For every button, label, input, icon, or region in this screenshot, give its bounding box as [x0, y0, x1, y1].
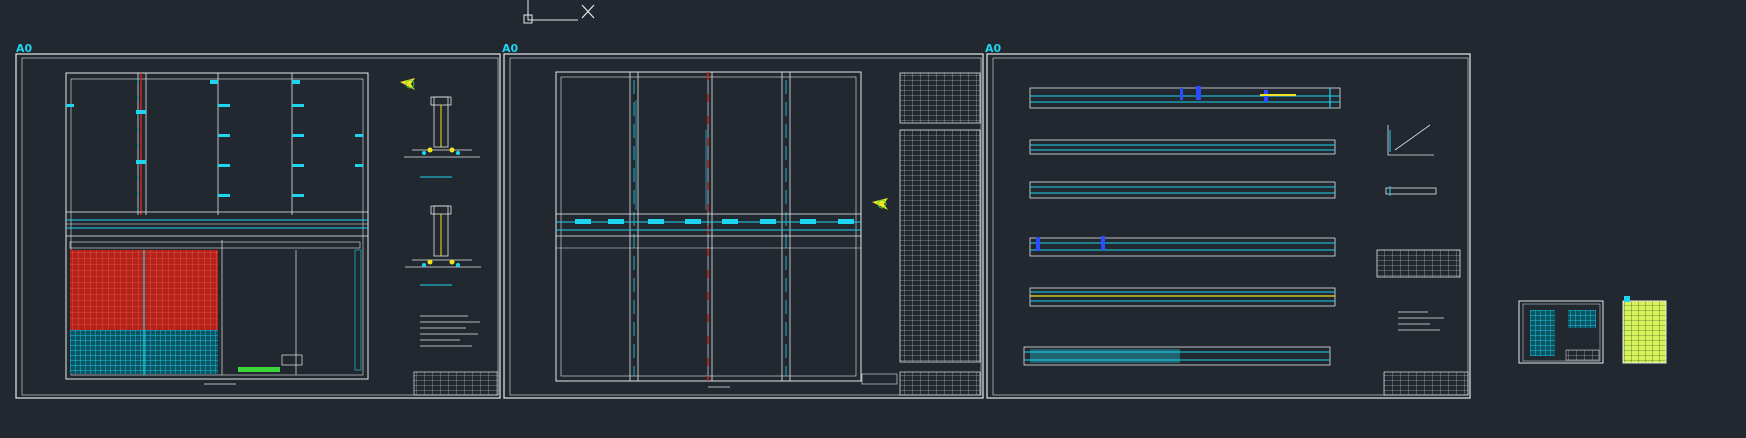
sheet-2[interactable] — [503, 53, 984, 399]
crosshair-cursor-icon — [581, 4, 595, 19]
ucs-icon — [523, 0, 578, 24]
sheet-1[interactable] — [15, 53, 501, 399]
thumbnail-sheet-table[interactable] — [1622, 296, 1667, 364]
sheet-3[interactable] — [986, 53, 1471, 399]
sheet-1-size-label: A0 — [16, 42, 33, 55]
north-arrow-icon — [872, 198, 888, 210]
thumbnail-sheet-schedule[interactable] — [1518, 300, 1604, 364]
sheet-2-size-label: A0 — [502, 42, 519, 55]
sheet-3-size-label: A0 — [985, 42, 1002, 55]
north-arrow-icon — [400, 78, 415, 90]
